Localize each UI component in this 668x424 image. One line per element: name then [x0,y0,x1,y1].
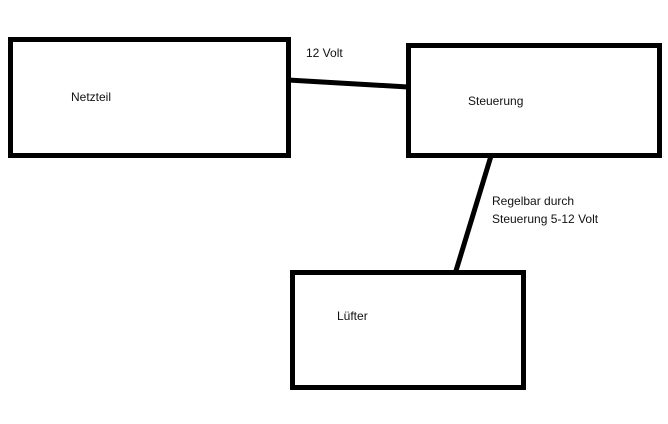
node-steuerung-label: Steuerung [468,94,524,108]
edge-control-label-line1: Regelbar durch [492,194,575,208]
node-steuerung [406,43,662,158]
edge-netzteil-steuerung [287,77,409,90]
edge-supply-label: 12 Volt [306,46,343,60]
edge-control-label-line2: Steuerung 5-12 Volt [492,212,599,226]
node-netzteil [8,37,291,158]
node-netzteil-label: Netzteil [71,90,112,104]
node-luefter [290,270,526,390]
edge-steuerung-luefter [452,155,494,275]
node-luefter-label: Lüfter [337,309,368,323]
